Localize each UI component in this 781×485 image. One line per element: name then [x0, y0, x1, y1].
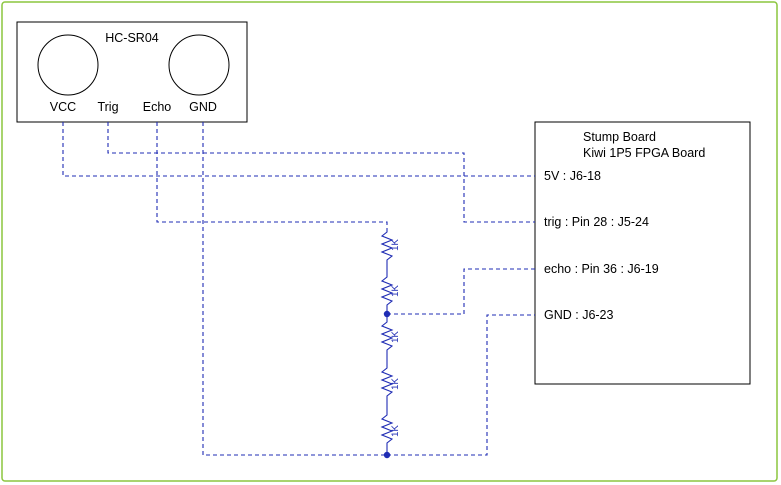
pin-trig-label: Trig: [97, 100, 118, 114]
resistor-divider: 1K 1K 1K 1K 1K: [380, 228, 401, 459]
resistor-1: [380, 228, 394, 271]
board-outline: [534, 121, 751, 385]
transmitter-transducer: [37, 34, 99, 96]
wire-vcc-to-5v: [62, 122, 535, 177]
pin-vcc-label: VCC: [50, 100, 76, 114]
wire-gnd: [202, 122, 387, 456]
sensor-title: HC-SR04: [105, 31, 159, 45]
board-title-line2: Kiwi 1P5 FPGA Board: [583, 146, 705, 160]
resistor-4: [380, 362, 394, 408]
stump-board: Stump Board Kiwi 1P5 FPGA Board 5V : J6-…: [534, 121, 751, 385]
resistor-4-value: 1K: [390, 378, 401, 390]
hc-sr04-module: HC-SR04 VCC Trig Echo GND: [16, 21, 248, 123]
receiver-transducer: [168, 34, 230, 96]
resistor-5-value: 1K: [390, 425, 401, 437]
connection-5v-label: 5V : J6-18: [544, 169, 601, 183]
wire-echo-to-divider: [156, 122, 388, 228]
junction-node-echo: [383, 310, 391, 318]
wire-gnd-to-board: [387, 314, 535, 456]
wire-divider-to-echo-pin: [387, 268, 535, 315]
resistor-2: [380, 271, 394, 314]
resistor-2-value: 1K: [390, 285, 401, 297]
pin-echo-label: Echo: [143, 100, 172, 114]
connection-gnd-label: GND : J6-23: [544, 308, 614, 322]
wires: [62, 122, 535, 456]
resistor-3: [380, 314, 394, 362]
pin-gnd-label: GND: [189, 100, 217, 114]
connection-trig-label: trig : Pin 28 : J5-24: [544, 215, 649, 229]
resistor-5: [380, 408, 394, 455]
resistor-3-value: 1K: [390, 331, 401, 343]
wire-trig: [107, 122, 535, 223]
sensor-outline: [16, 21, 248, 123]
board-title-line1: Stump Board: [583, 130, 656, 144]
resistor-1-value: 1K: [390, 239, 401, 251]
connection-echo-label: echo : Pin 36 : J6-19: [544, 262, 659, 276]
junction-node-gnd: [383, 451, 391, 459]
